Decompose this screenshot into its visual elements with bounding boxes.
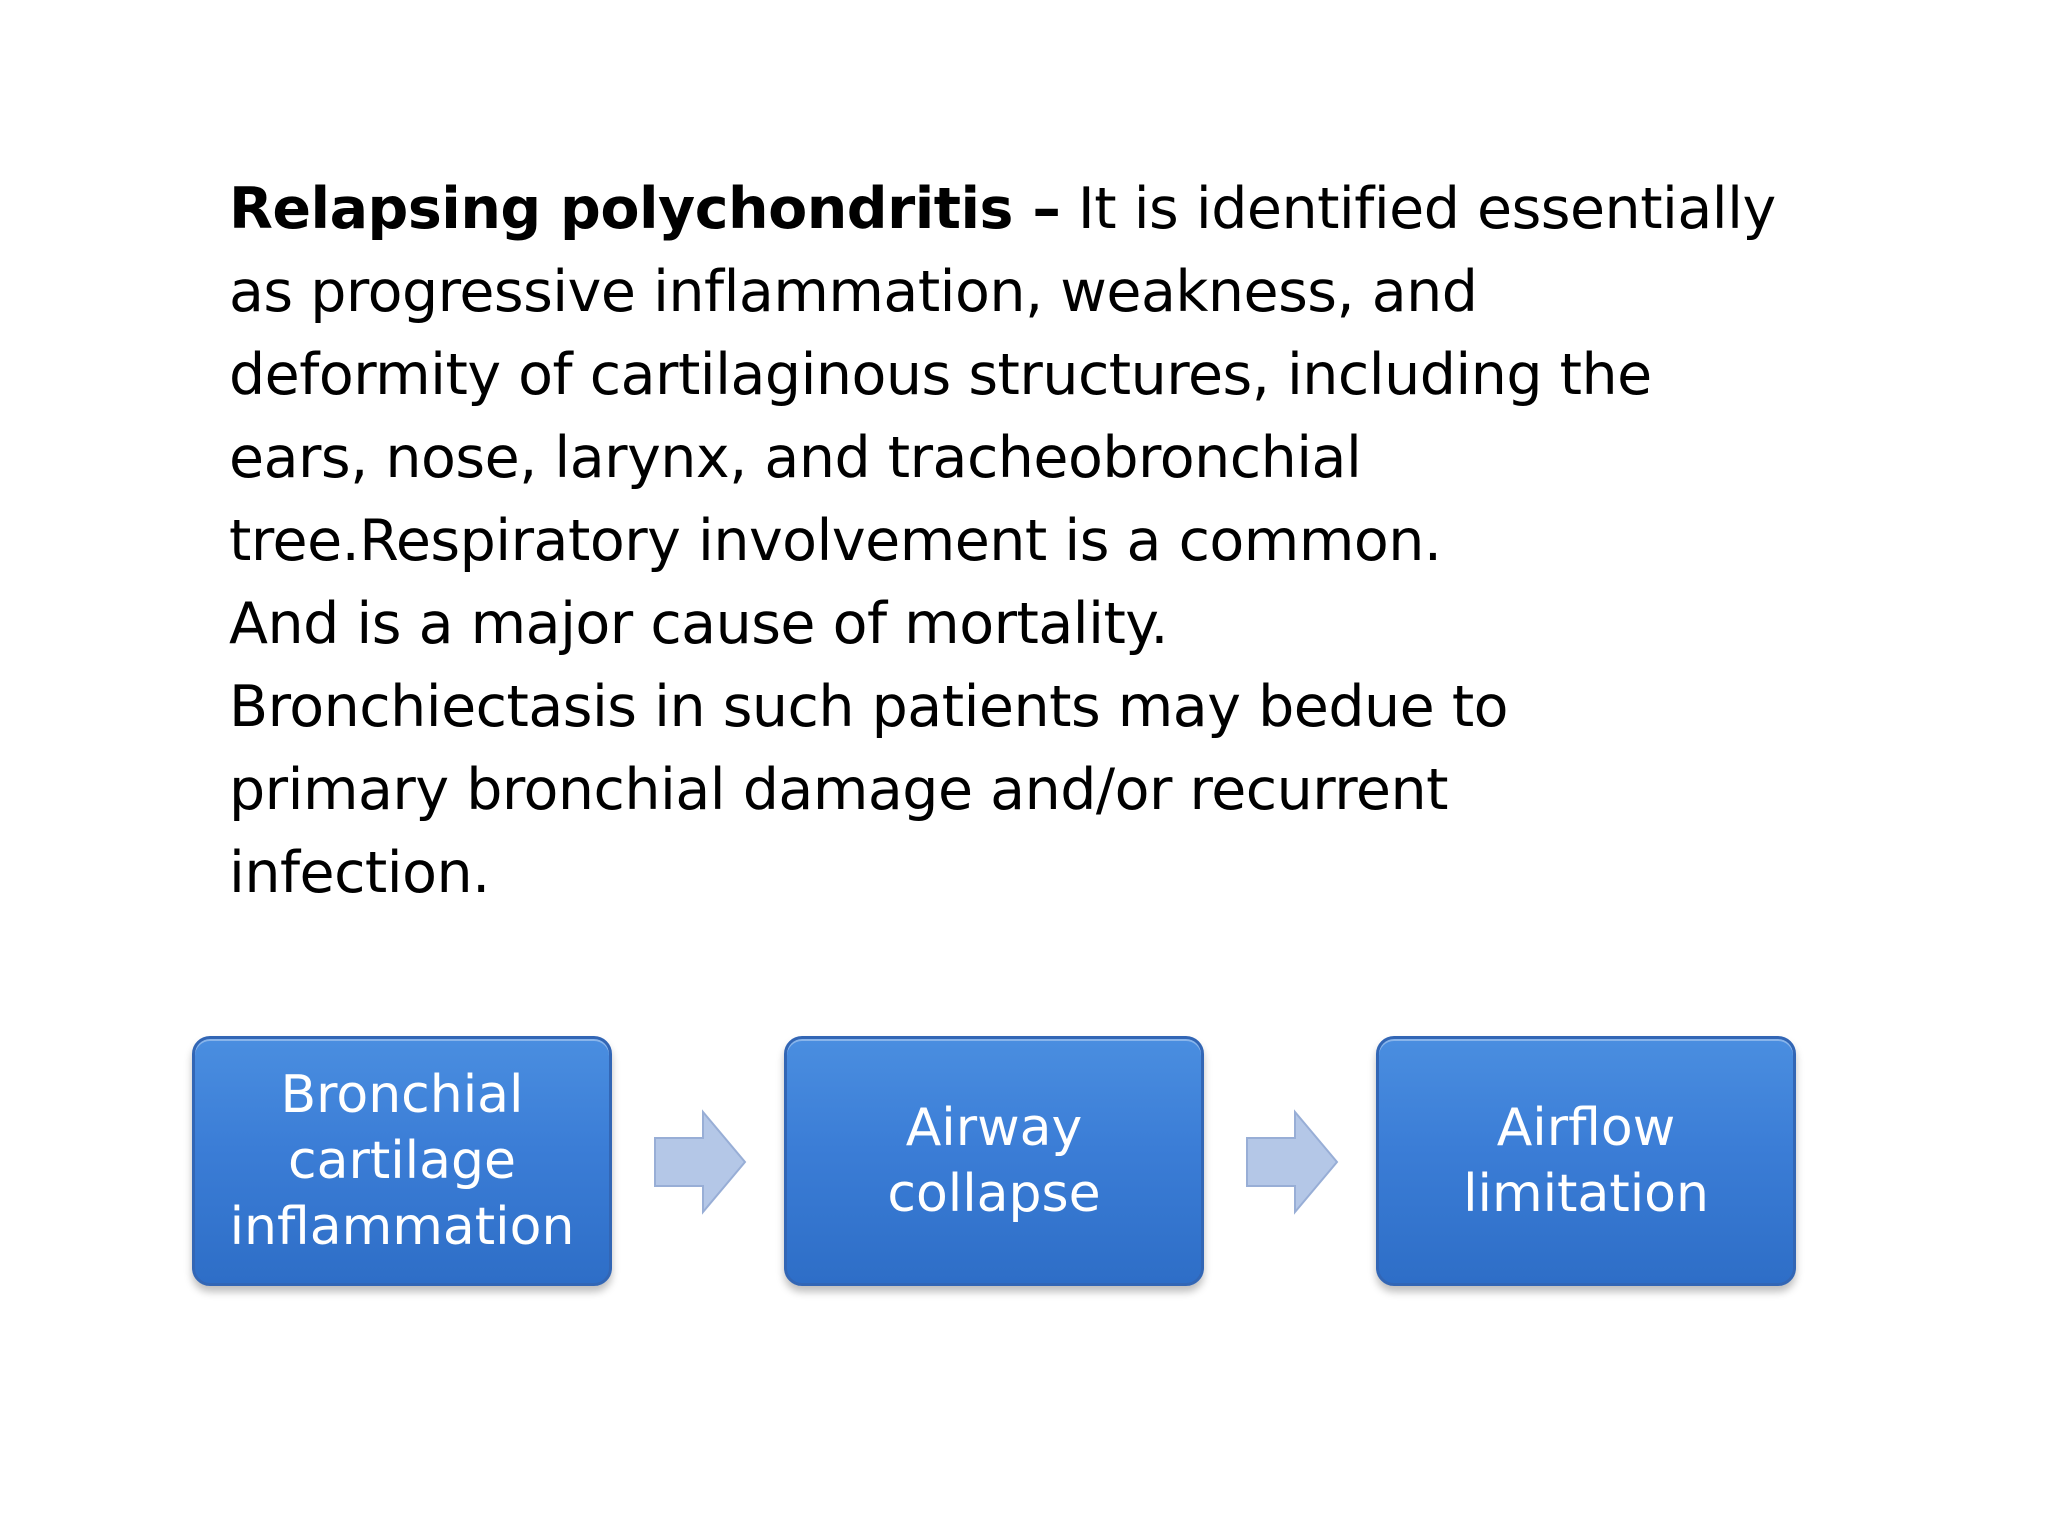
process-step-3: Airflow limitation [1376,1036,1796,1286]
arrow-right-icon [1246,1109,1339,1215]
paragraph-line-1: Relapsing polychondritis – It is identif… [229,168,1776,251]
paragraph-line-7: Bronchiectasis in such patients may bedu… [229,674,1509,740]
paragraph-line-9: infection. [229,840,490,906]
process-step-1: Bronchial cartilage inflammation [192,1036,612,1286]
paragraph-line-3: deformity of cartilaginous structures, i… [229,342,1652,408]
process-step-1-label: Bronchial cartilage inflammation [229,1065,575,1257]
process-step-2-label: Airway collapse [887,1098,1101,1224]
process-step-3-label: Airflow limitation [1463,1098,1709,1224]
arrow-right-icon [654,1109,747,1215]
paragraph-line-6: And is a major cause of mortality. [229,591,1169,657]
paragraph-line-8: primary bronchial damage and/or recurren… [229,757,1448,823]
body-paragraph: Relapsing polychondritis – It is identif… [229,168,1776,915]
paragraph-line-5: tree.Respiratory involvement is a common… [229,508,1442,574]
process-step-2: Airway collapse [784,1036,1204,1286]
paragraph-line-2: as progressive inflammation, weakness, a… [229,259,1478,325]
paragraph-line-4: ears, nose, larynx, and tracheobronchial [229,425,1362,491]
term-heading: Relapsing polychondritis – [229,176,1061,242]
paragraph-first-line-text: It is identified essentially [1060,176,1776,242]
